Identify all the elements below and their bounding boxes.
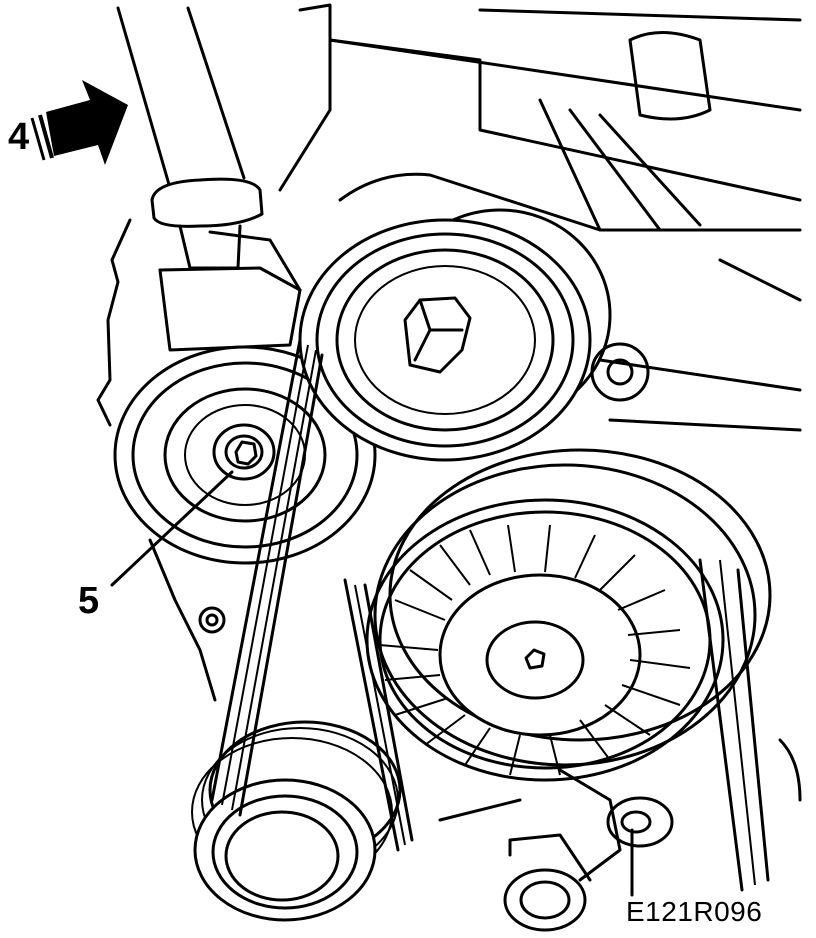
callout-arrow-4 [30, 80, 128, 165]
upper-idler-pulley [298, 172, 802, 462]
drive-belt [210, 338, 770, 892]
callout-leader-5 [110, 470, 234, 587]
callout-label-4: 4 [8, 116, 30, 158]
engine-block-outline [278, 3, 802, 882]
figure-code: E121R096 [626, 896, 763, 927]
alternator-fan-vanes [379, 524, 691, 776]
tensioner-pulley [113, 345, 377, 565]
crankshaft-pulley [191, 720, 402, 922]
callout-label-5: 5 [78, 580, 100, 622]
lower-mount-bolts [503, 796, 674, 932]
alternator-pulley [365, 448, 772, 782]
tensioner-bracket [96, 218, 302, 702]
wrench-tool [116, 6, 264, 270]
